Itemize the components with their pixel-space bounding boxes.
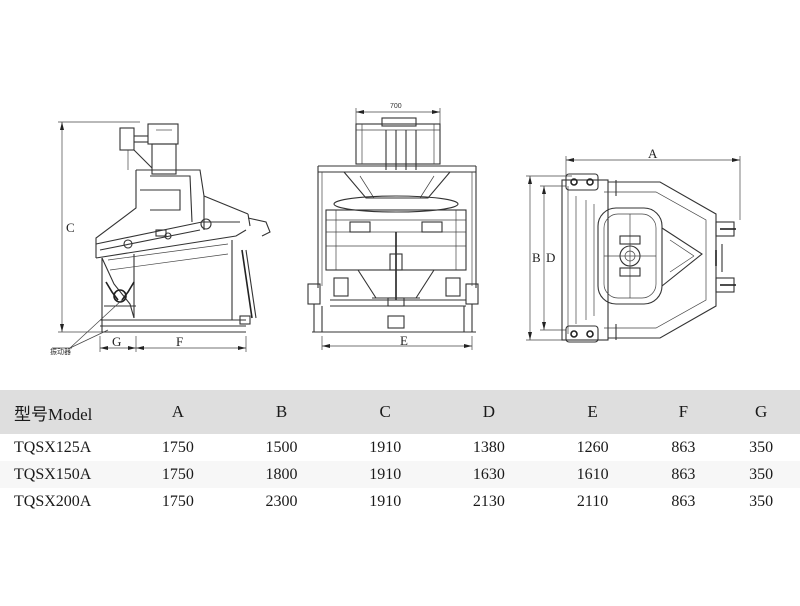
header-g: G	[754, 402, 768, 421]
cell-a: 1750	[161, 438, 194, 456]
vibrator-callout: 振动器	[50, 347, 71, 356]
cell-model: TQSX125A	[14, 438, 92, 456]
cell-e: 2110	[576, 492, 609, 510]
dim-label-f: F	[176, 334, 183, 349]
table-row: TQSX150A 1750 1800 1910 1630 1610 863 35…	[0, 461, 800, 488]
cell-model: TQSX150A	[14, 465, 92, 483]
header-b: B	[275, 402, 288, 421]
cell-b: 1800	[265, 465, 298, 483]
cell-b: 2300	[265, 492, 298, 510]
header-a: A	[171, 402, 184, 421]
dim-label-e: E	[400, 333, 408, 348]
cell-e: 1610	[576, 465, 609, 483]
cell-d: 1630	[472, 465, 505, 483]
header-e: E	[587, 402, 598, 421]
cell-d: 1380	[472, 438, 505, 456]
table-row: TQSX125A 1750 1500 1910 1380 1260 863 35…	[0, 434, 800, 461]
cell-a: 1750	[161, 465, 194, 483]
cell-model: TQSX200A	[14, 492, 92, 510]
dim-label-c: C	[66, 220, 75, 235]
cell-g: 350	[749, 465, 774, 483]
header-f: F	[678, 402, 689, 421]
header-c: C	[379, 402, 391, 421]
table-row: TQSX200A 1750 2300 1910 2130 2110 863 35…	[0, 488, 800, 515]
header-d: D	[482, 402, 496, 421]
cell-b: 1500	[265, 438, 298, 456]
dim-label-700: 700	[390, 103, 402, 110]
dim-label-b: B	[532, 250, 541, 265]
cell-e: 1260	[576, 438, 609, 456]
dim-label-d: D	[546, 250, 555, 265]
cell-c: 1910	[369, 438, 402, 456]
technical-drawings: C	[50, 103, 741, 356]
header-model: 型号Model	[14, 404, 93, 424]
spec-table: 型号Model A B C D E F G TQSX125A 1750 1500…	[0, 390, 800, 515]
dim-label-g: G	[112, 334, 121, 349]
top-view-drawing: A B D	[526, 146, 741, 343]
front-view-drawing: 700	[307, 103, 479, 350]
cell-c: 1910	[369, 465, 402, 483]
cell-c: 1910	[369, 492, 402, 510]
side-view-drawing: C	[50, 121, 271, 356]
table-header-row: 型号Model A B C D E F G	[0, 390, 800, 434]
cell-g: 350	[749, 438, 774, 456]
cell-g: 350	[749, 492, 774, 510]
cell-f: 863	[671, 492, 696, 510]
cell-f: 863	[671, 438, 696, 456]
cell-d: 2130	[472, 492, 505, 510]
cell-f: 863	[671, 465, 696, 483]
cell-a: 1750	[161, 492, 194, 510]
dim-label-a: A	[648, 146, 658, 161]
